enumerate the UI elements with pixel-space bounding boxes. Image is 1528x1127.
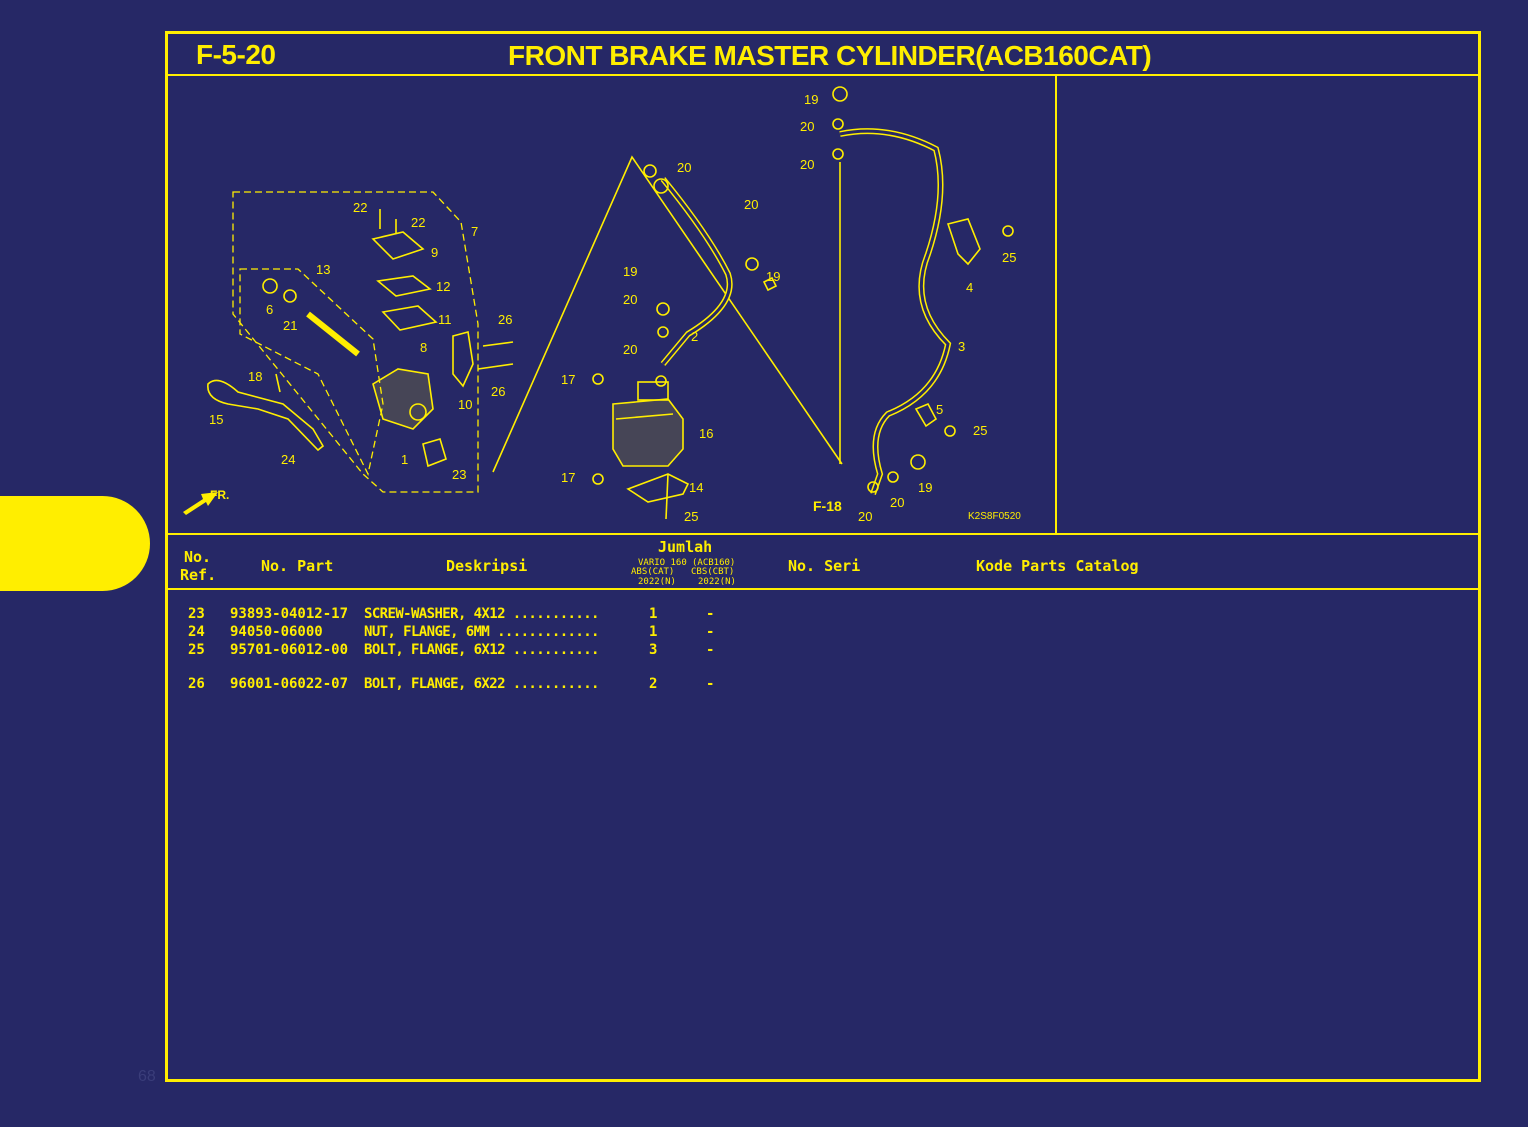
svg-text:23: 23 — [452, 467, 466, 482]
svg-text:19: 19 — [766, 269, 780, 284]
svg-text:7: 7 — [471, 224, 478, 239]
col-part-label: No. Part — [261, 557, 334, 575]
part-number-cell: 95701-06012-00 — [230, 642, 349, 658]
svg-text:20: 20 — [623, 292, 637, 307]
qty-cbs-cell: - — [706, 676, 715, 692]
svg-text:2: 2 — [691, 329, 698, 344]
table-row[interactable]: 24 94050-06000 NUT, FLANGE, 6MM ........… — [168, 624, 1478, 642]
ref-cell: 23 — [188, 606, 205, 622]
qty-abs-cell: 2 — [649, 676, 658, 692]
svg-text:17: 17 — [561, 372, 575, 387]
part-number-cell: 93893-04012-17 — [230, 606, 349, 622]
section-code: F-5-20 — [196, 39, 276, 70]
svg-text:14: 14 — [689, 480, 703, 495]
svg-text:20: 20 — [890, 495, 904, 510]
description-cell: SCREW-WASHER, 4X12 ........... — [364, 606, 599, 622]
svg-text:19: 19 — [918, 480, 932, 495]
qty-cbs-cell: - — [706, 606, 715, 622]
svg-text:5: 5 — [936, 402, 943, 417]
svg-text:25: 25 — [973, 423, 987, 438]
table-row[interactable]: 26 96001-06022-07 BOLT, FLANGE, 6X22 ...… — [168, 676, 1478, 694]
svg-text:24: 24 — [281, 452, 295, 467]
ref-cell: 25 — [188, 642, 205, 658]
col-q1-line1: VARIO 160 — [638, 558, 687, 568]
col-desc-label: Deskripsi — [446, 557, 528, 575]
col-catalog-label: Kode Parts Catalog — [976, 557, 1139, 575]
col-ref-label-2: Ref. — [180, 566, 217, 584]
svg-text:20: 20 — [623, 342, 637, 357]
col-qty-label: Jumlah — [658, 538, 713, 556]
table-header: No. Ref. No. Part Deskripsi Jumlah VARIO… — [168, 533, 1478, 590]
svg-text:18: 18 — [248, 369, 262, 384]
page-title: FRONT BRAKE MASTER CYLINDER(ACB160CAT) — [508, 40, 1152, 71]
qty-cbs-cell: - — [706, 624, 715, 640]
reference-label: F-18 — [813, 498, 842, 514]
parts-page-frame: F-5-20 FRONT BRAKE MASTER CYLINDER(ACB16… — [165, 31, 1481, 1082]
description-cell: NUT, FLANGE, 6MM ............. — [364, 624, 599, 640]
svg-text:19: 19 — [623, 264, 637, 279]
svg-text:10: 10 — [458, 397, 472, 412]
qty-abs-cell: 3 — [649, 642, 658, 658]
col-q1-line2: ABS(CAT) — [631, 567, 675, 577]
col-q1-line3: 2022(N) — [638, 577, 676, 587]
svg-text:4: 4 — [966, 280, 973, 295]
col-q2-line1: (ACB160) — [692, 558, 736, 568]
col-ref-label: No. — [184, 548, 212, 566]
svg-text:16: 16 — [699, 426, 713, 441]
page-header: F-5-20 FRONT BRAKE MASTER CYLINDER(ACB16… — [168, 34, 1478, 76]
description-cell: BOLT, FLANGE, 6X12 ........... — [364, 642, 599, 658]
col-q2-line2: CBS(CBT) — [691, 567, 735, 577]
svg-text:20: 20 — [744, 197, 758, 212]
svg-text:25: 25 — [684, 509, 698, 524]
qty-cbs-cell: - — [706, 642, 715, 658]
ref-cell: 24 — [188, 624, 205, 640]
page-number: 68 — [138, 1068, 156, 1085]
svg-text:6: 6 — [266, 302, 273, 317]
svg-text:26: 26 — [491, 384, 505, 399]
col-q2-line3: 2022(N) — [698, 577, 736, 587]
part-number-cell: 94050-06000 — [230, 624, 323, 640]
svg-text:3: 3 — [958, 339, 965, 354]
svg-text:20: 20 — [800, 157, 814, 172]
section-tab[interactable] — [0, 496, 150, 591]
svg-text:8: 8 — [420, 340, 427, 355]
part-number-cell: 96001-06022-07 — [230, 676, 349, 692]
description-cell: BOLT, FLANGE, 6X22 ........... — [364, 676, 599, 692]
ref-cell: 26 — [188, 676, 205, 692]
direction-label: FR. — [210, 488, 229, 502]
table-row[interactable]: 23 93893-04012-17 SCREW-WASHER, 4X12 ...… — [168, 606, 1478, 624]
table-row[interactable]: 25 95701-06012-00 BOLT, FLANGE, 6X12 ...… — [168, 642, 1478, 660]
svg-text:22: 22 — [411, 215, 425, 230]
qty-abs-cell: 1 — [649, 624, 658, 640]
svg-text:22: 22 — [353, 200, 367, 215]
svg-text:20: 20 — [858, 509, 872, 524]
svg-text:11: 11 — [438, 312, 452, 327]
diagram-code: K2S8F0520 — [968, 511, 1021, 522]
svg-text:13: 13 — [316, 262, 330, 277]
svg-text:17: 17 — [561, 470, 575, 485]
qty-abs-cell: 1 — [649, 606, 658, 622]
svg-text:9: 9 — [431, 245, 438, 260]
svg-text:20: 20 — [677, 160, 691, 175]
svg-text:19: 19 — [804, 92, 818, 107]
svg-text:20: 20 — [800, 119, 814, 134]
svg-text:21: 21 — [283, 318, 297, 333]
svg-text:25: 25 — [1002, 250, 1016, 265]
svg-text:26: 26 — [498, 312, 512, 327]
col-serial-label: No. Seri — [788, 557, 861, 575]
svg-text:15: 15 — [209, 412, 223, 427]
svg-text:1: 1 — [401, 452, 408, 467]
svg-text:12: 12 — [436, 279, 450, 294]
